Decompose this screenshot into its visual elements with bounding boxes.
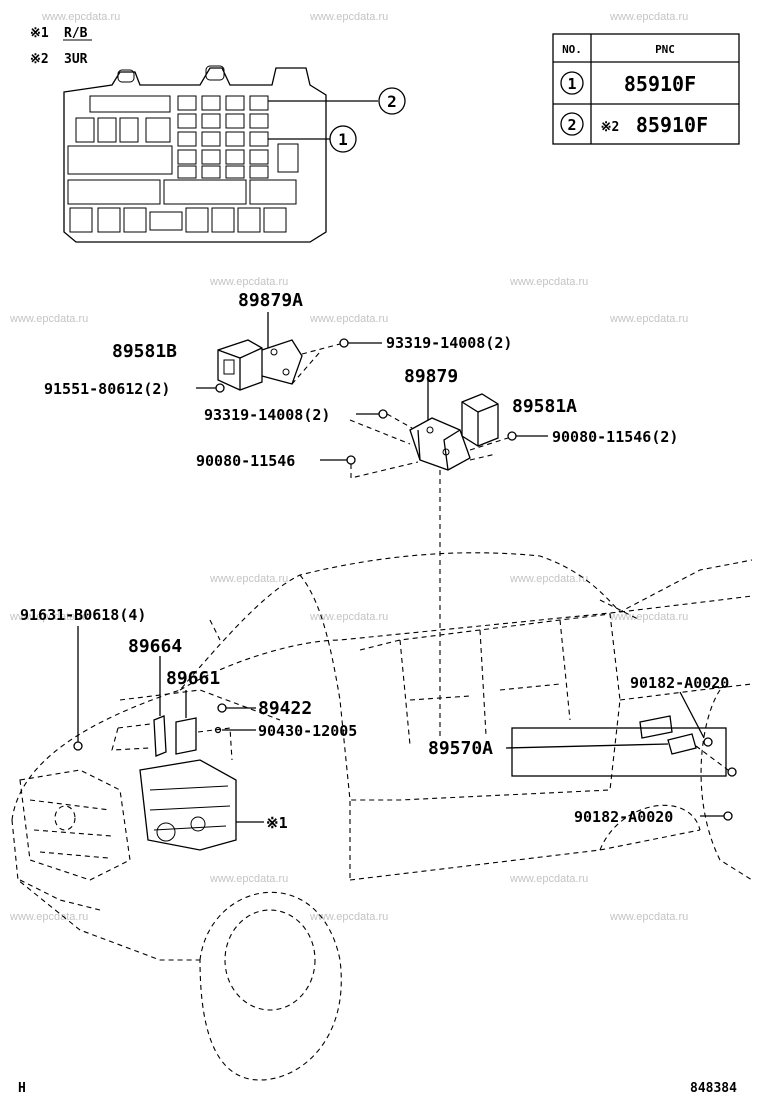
table-row-2-no: 2: [567, 116, 576, 134]
part-label-89879A: 89879A: [238, 290, 303, 311]
part-label-90182-A0020-a: 90182-A0020: [630, 674, 729, 692]
note-text-1: R/B: [64, 26, 88, 41]
part-label-89581B: 89581B: [112, 341, 177, 362]
table-row-1-no: 1: [567, 75, 576, 93]
watermark: www.epcdata.ru: [309, 611, 388, 623]
pnc-table: NO. PNC 1 85910F 2 ※2 85910F: [552, 33, 740, 145]
part-label-ref1: ※1: [266, 814, 288, 832]
part-label-89570A: 89570A: [428, 738, 493, 759]
part-label-91631-B0618: 91631-B0618(4): [20, 606, 146, 624]
watermark: www.epcdata.ru: [609, 313, 688, 325]
bracket-assembly-drawing: [196, 312, 548, 740]
watermark: www.epcdata.ru: [41, 11, 120, 23]
callout-1: 1: [329, 125, 357, 153]
watermark: www.epcdata.ru: [609, 611, 688, 623]
part-label-90080-11546-2: 90080-11546(2): [552, 428, 678, 446]
part-label-89879: 89879: [404, 366, 458, 387]
table-header-pnc: PNC: [655, 43, 675, 56]
notes: ※1 R/B ※2 3UR: [30, 26, 92, 67]
callout-2-label: 2: [387, 92, 397, 111]
watermark: www.epcdata.ru: [209, 276, 288, 288]
note-mark-2: ※2: [30, 52, 49, 67]
part-label-89661: 89661: [166, 668, 220, 689]
part-label-89422: 89422: [258, 698, 312, 719]
watermark: www.epcdata.ru: [509, 276, 588, 288]
table-row-1-pnc: 85910F: [624, 72, 696, 96]
part-label-93319-14008-b: 93319-14008(2): [204, 406, 330, 424]
part-label-89664: 89664: [128, 636, 182, 657]
watermark: www.epcdata.ru: [9, 313, 88, 325]
watermark: www.epcdata.ru: [309, 313, 388, 325]
part-label-89581A: 89581A: [512, 396, 577, 417]
note-text-2: 3UR: [64, 52, 88, 67]
watermark: www.epcdata.ru: [309, 911, 388, 923]
footer-right: 848384: [690, 1081, 737, 1096]
watermark: www.epcdata.ru: [209, 873, 288, 885]
watermark: www.epcdata.ru: [9, 611, 88, 623]
relay-block-drawing: [63, 65, 378, 243]
part-labels: 89879A 89581B 93319-14008(2) 91551-80612…: [20, 290, 729, 832]
watermark: www.epcdata.ru: [609, 11, 688, 23]
table-row-2-pnc: 85910F: [636, 113, 708, 137]
footer-left: H: [18, 1081, 26, 1096]
callout-1-label: 1: [338, 130, 348, 149]
part-label-91551-80612: 91551-80612(2): [44, 380, 170, 398]
table-header-no: NO.: [562, 43, 582, 56]
table-row-2-mark: ※2: [601, 120, 620, 135]
watermark: www.epcdata.ru: [9, 911, 88, 923]
part-label-90430-12005: 90430-12005: [258, 722, 357, 740]
watermark: www.epcdata.ru: [509, 573, 588, 585]
note-mark-1: ※1: [30, 26, 49, 41]
watermarks: www.epcdata.ru www.epcdata.ru www.epcdat…: [9, 11, 688, 923]
lower-leaders: [73, 626, 737, 823]
truck-drawing: [11, 552, 753, 1081]
watermark: www.epcdata.ru: [609, 911, 688, 923]
part-label-90182-A0020-b: 90182-A0020: [574, 808, 673, 826]
footer: H 848384: [18, 1081, 737, 1096]
callout-2: 2: [378, 87, 406, 115]
part-label-93319-14008-a: 93319-14008(2): [386, 334, 512, 352]
part-label-90080-11546: 90080-11546: [196, 452, 295, 470]
watermark: www.epcdata.ru: [509, 873, 588, 885]
watermark: www.epcdata.ru: [309, 11, 388, 23]
watermark: www.epcdata.ru: [209, 573, 288, 585]
